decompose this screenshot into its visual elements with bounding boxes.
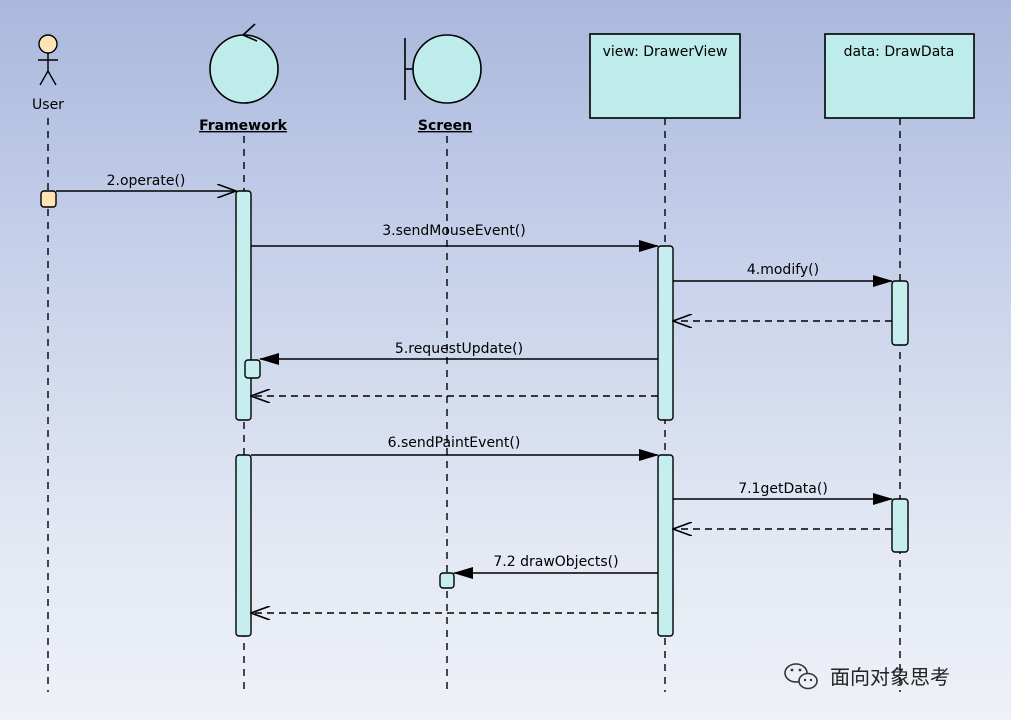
stick-figure-icon — [38, 34, 58, 86]
wechat-icon — [784, 663, 818, 690]
participant-framework-label: Framework — [199, 118, 288, 134]
activation-drawer-view-2[interactable] — [657, 454, 674, 637]
watermark-text: 面向对象思考 — [830, 665, 950, 689]
activation-user[interactable] — [40, 190, 57, 208]
message-label-send-mouse-event: 3.sendMouseEvent() — [382, 223, 525, 239]
participant-framework[interactable]: Framework — [199, 23, 288, 134]
activation-draw-data-1[interactable] — [891, 280, 909, 346]
participant-screen[interactable]: Screen — [404, 34, 482, 134]
activation-framework-nested[interactable] — [244, 359, 261, 379]
message-label-request-update: 5.requestUpdate() — [395, 341, 523, 357]
activation-drawer-view-1[interactable] — [657, 245, 674, 421]
participant-drawer-view[interactable]: view: DrawerView — [589, 33, 741, 119]
message-label-modify: 4.modify() — [747, 262, 819, 278]
participant-box — [589, 33, 741, 119]
control-icon — [209, 23, 279, 104]
participant-draw-data[interactable]: data: DrawData — [824, 33, 975, 119]
activation-draw-data-2[interactable] — [891, 498, 909, 553]
activation-framework-2[interactable] — [235, 454, 252, 637]
message-label-draw-objects: 7.2 drawObjects() — [493, 554, 618, 570]
activation-framework-1[interactable] — [235, 190, 252, 421]
actor-user-label: User — [32, 97, 64, 113]
participant-box — [824, 33, 975, 119]
message-label-get-data: 7.1getData() — [738, 481, 828, 497]
message-label-send-paint-event: 6.sendPaintEvent() — [388, 435, 521, 451]
participant-screen-label: Screen — [418, 118, 472, 134]
activation-screen[interactable] — [439, 572, 455, 589]
watermark: 面向对象思考 — [784, 663, 950, 690]
participant-drawer-view-label: view: DrawerView — [603, 44, 728, 60]
participant-draw-data-label: data: DrawData — [844, 44, 955, 60]
actor-user[interactable]: User — [32, 34, 64, 113]
message-label-operate: 2.operate() — [107, 173, 186, 189]
boundary-icon — [404, 34, 482, 104]
